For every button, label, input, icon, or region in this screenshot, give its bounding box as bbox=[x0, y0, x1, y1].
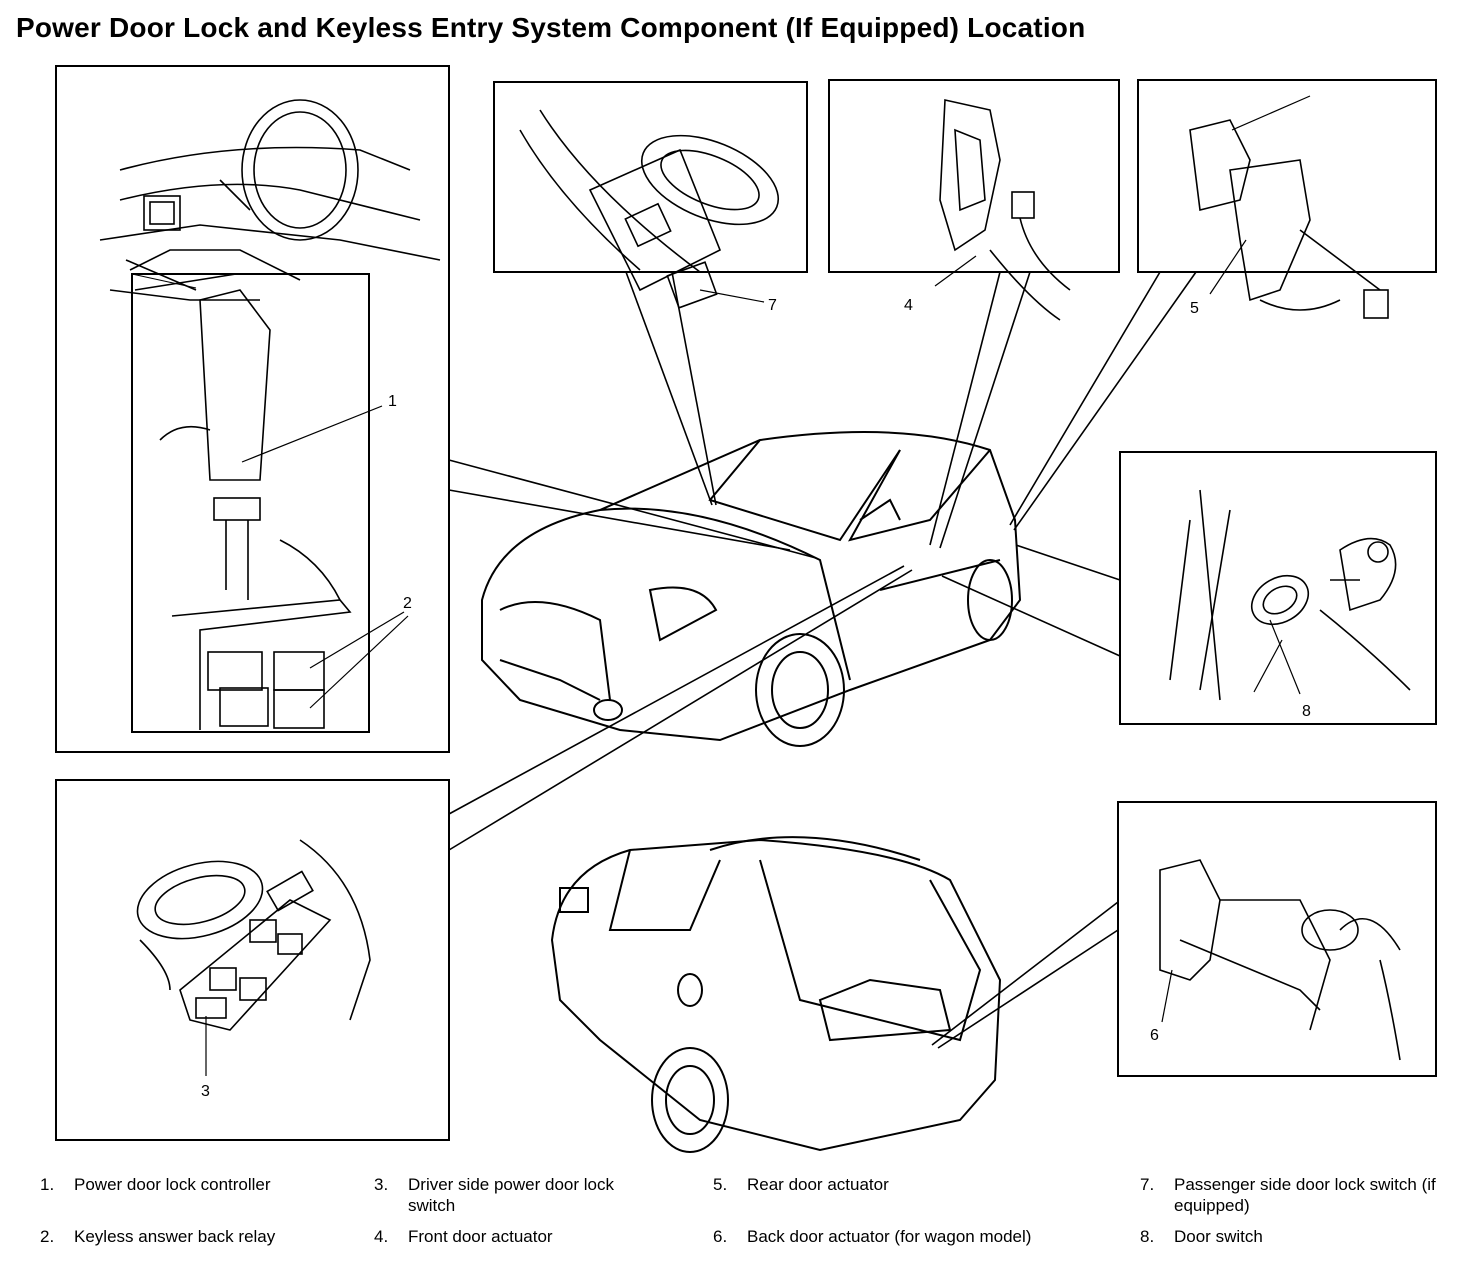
page-title: Power Door Lock and Keyless Entry System… bbox=[16, 12, 1086, 43]
dashboard-illustration bbox=[99, 99, 441, 301]
passenger-switch-illustration bbox=[519, 109, 780, 309]
legend-item-5: 5. Rear door actuator bbox=[713, 1175, 889, 1194]
controller-illustration bbox=[159, 289, 409, 730]
legend-item-8: 8. Door switch bbox=[1140, 1227, 1263, 1246]
callout-5: 5 bbox=[1190, 300, 1199, 317]
callout-7: 7 bbox=[768, 297, 777, 314]
door-switch-illustration bbox=[1169, 489, 1411, 701]
panel-dashboard bbox=[55, 65, 450, 753]
panel-passenger-switch bbox=[493, 81, 808, 273]
callout-8: 8 bbox=[1302, 703, 1311, 720]
legend-item-7: 7. Passenger side door lock switch (if e… bbox=[1140, 1175, 1436, 1215]
callout-6: 6 bbox=[1150, 1027, 1159, 1044]
panel-front-door-actuator bbox=[828, 79, 1120, 273]
legend-item-6: 6. Back door actuator (for wagon model) bbox=[713, 1227, 1032, 1246]
panel-controller-detail bbox=[131, 273, 370, 733]
leader-lines bbox=[131, 271, 1197, 1049]
back-actuator-illustration bbox=[1159, 859, 1401, 1061]
callout-2: 2 bbox=[403, 595, 412, 612]
legend: 1. Power door lock controller 2. Keyless… bbox=[0, 1172, 1472, 1252]
panel-rear-door-actuator bbox=[1137, 79, 1437, 273]
legend-item-4: 4. Front door actuator bbox=[374, 1227, 553, 1246]
driver-switch-illustration bbox=[136, 839, 371, 1076]
front-actuator-illustration bbox=[934, 99, 1071, 321]
panel-back-door-actuator bbox=[1117, 801, 1437, 1077]
callout-4: 4 bbox=[904, 297, 913, 314]
callout-3: 3 bbox=[201, 1083, 210, 1100]
legend-item-1: 1. Power door lock controller bbox=[40, 1175, 271, 1194]
legend-item-3: 3. Driver side power door lock switch bbox=[374, 1175, 614, 1215]
rear-vehicle-illustration bbox=[550, 836, 1002, 1153]
front-vehicle-illustration bbox=[481, 431, 1022, 747]
callout-1: 1 bbox=[388, 393, 397, 410]
panel-driver-switch bbox=[55, 779, 450, 1141]
panel-door-switch bbox=[1119, 451, 1437, 725]
legend-item-2: 2. Keyless answer back relay bbox=[40, 1227, 276, 1246]
rear-actuator-illustration bbox=[1189, 95, 1389, 319]
